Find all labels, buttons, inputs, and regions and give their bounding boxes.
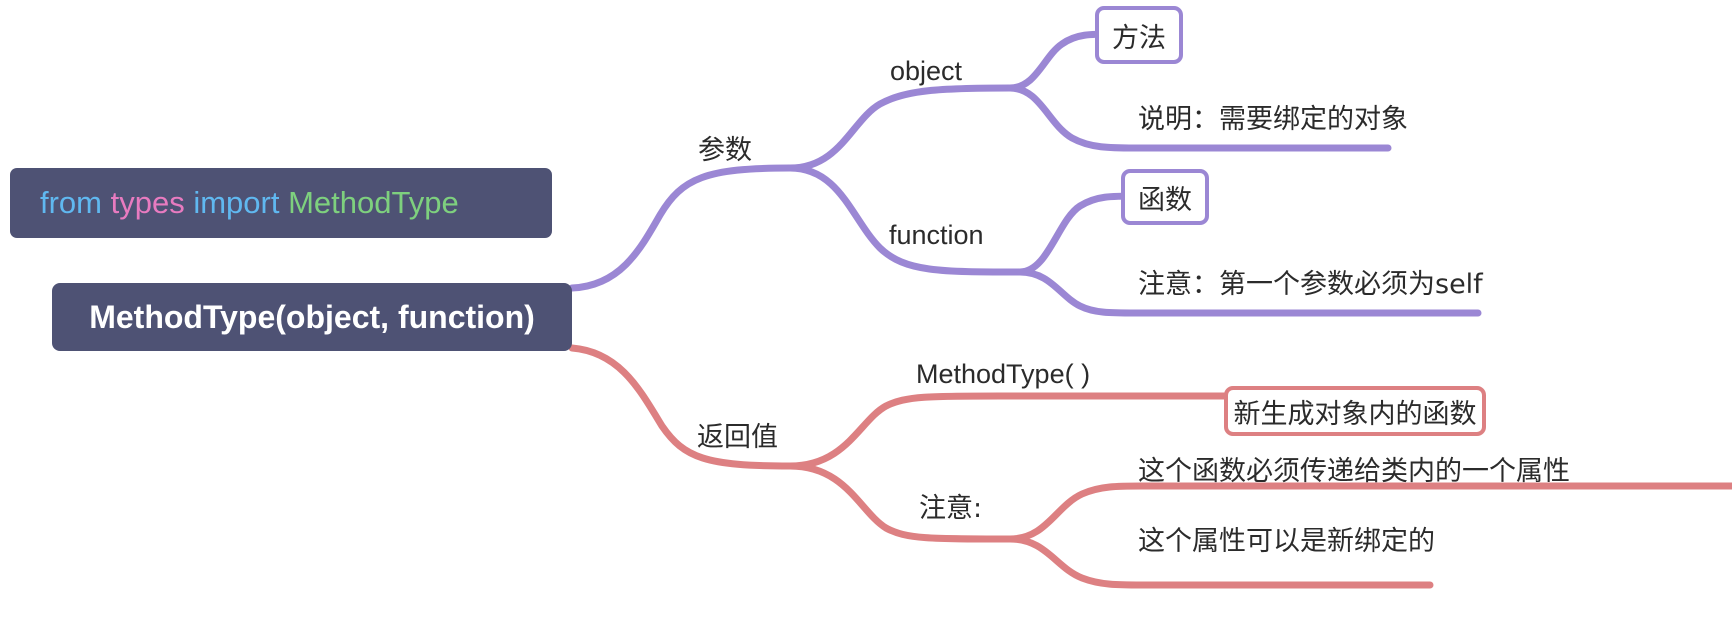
code-node[interactable]: from types import MethodType (10, 168, 552, 238)
box-new-object-function[interactable]: 新生成对象内的函数 (1224, 386, 1486, 436)
box-function[interactable]: 函数 (1121, 169, 1209, 225)
label-function[interactable]: function (889, 220, 984, 250)
box-method[interactable]: 方法 (1095, 6, 1183, 64)
branch-params-to-object (786, 84, 1014, 172)
label-object-note[interactable]: 说明：需要绑定的对象 (1138, 104, 1408, 135)
box-new-object-function-label: 新生成对象内的函数 (1233, 398, 1477, 430)
label-methodtype-call[interactable]: MethodType( ) (916, 359, 1091, 389)
branch-root-to-params (568, 164, 794, 292)
code-token-methodtype: MethodType (288, 185, 459, 220)
label-return[interactable]: 返回值 (697, 422, 778, 453)
label-params[interactable]: 参数 (698, 135, 752, 166)
box-function-label: 函数 (1138, 184, 1192, 216)
root-node[interactable]: MethodType(object, function) (52, 283, 572, 351)
code-token-from: from (40, 185, 111, 220)
code-token-types: types (110, 185, 194, 220)
code-token-import: import (193, 185, 289, 220)
root-node-label: MethodType(object, function) (89, 298, 535, 335)
label-return-note[interactable]: 注意: (919, 493, 983, 524)
box-method-label: 方法 (1112, 22, 1166, 54)
label-function-note[interactable]: 注意：第一个参数必须为self (1138, 269, 1483, 300)
label-object[interactable]: object (890, 56, 963, 86)
label-note-2[interactable]: 这个属性可以是新绑定的 (1138, 526, 1435, 557)
label-note-1[interactable]: 这个函数必须传递给类内的一个属性 (1138, 456, 1570, 487)
